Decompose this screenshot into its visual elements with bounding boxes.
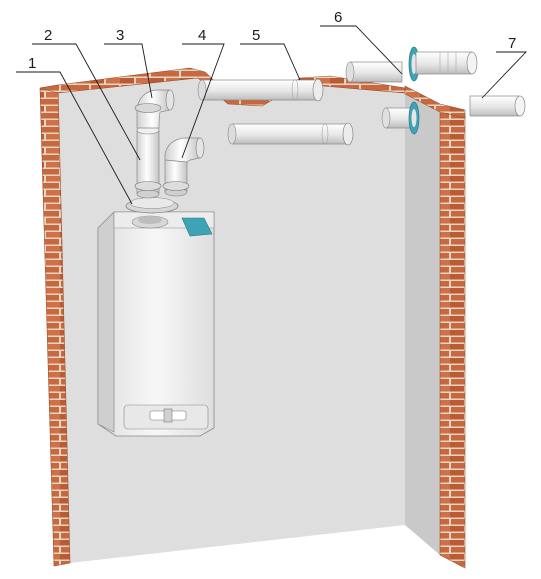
callout-number: 5 xyxy=(252,27,260,44)
callout-5: 5 xyxy=(240,27,301,81)
side-wall-brick-cap xyxy=(404,85,466,119)
boiler-unit xyxy=(97,211,215,437)
boiler-body xyxy=(97,211,215,437)
side-wall-face xyxy=(405,92,440,555)
callout-3: 3 xyxy=(104,27,153,99)
callout-number: 7 xyxy=(508,35,516,52)
extension-pipe-lower xyxy=(227,122,354,146)
callout-labels: 1 2 3 4 5 6 7 xyxy=(16,9,528,205)
extension-pipe-upper xyxy=(197,78,324,102)
callout-7: 7 xyxy=(481,35,528,99)
vertical-pipe-left xyxy=(134,125,162,199)
flue-kit xyxy=(125,46,526,214)
callout-number: 3 xyxy=(116,27,124,44)
wall-terminal-upper xyxy=(345,46,478,83)
callout-2: 2 xyxy=(32,27,141,161)
callout-6: 6 xyxy=(320,9,403,75)
callout-4: 4 xyxy=(181,27,225,159)
callout-number: 6 xyxy=(334,9,342,26)
boiler-teal-component xyxy=(181,217,213,237)
right-brick-wall xyxy=(439,109,466,569)
callout-1: 1 xyxy=(16,55,133,205)
wall-terminal-lower xyxy=(381,95,526,135)
elbow-bend-right xyxy=(162,137,205,197)
elbow-bend-top xyxy=(134,89,175,129)
callout-number: 2 xyxy=(44,27,52,44)
callout-number: 4 xyxy=(198,27,206,44)
callout-number: 1 xyxy=(28,55,36,72)
twin-pipe-adapter xyxy=(125,197,179,214)
